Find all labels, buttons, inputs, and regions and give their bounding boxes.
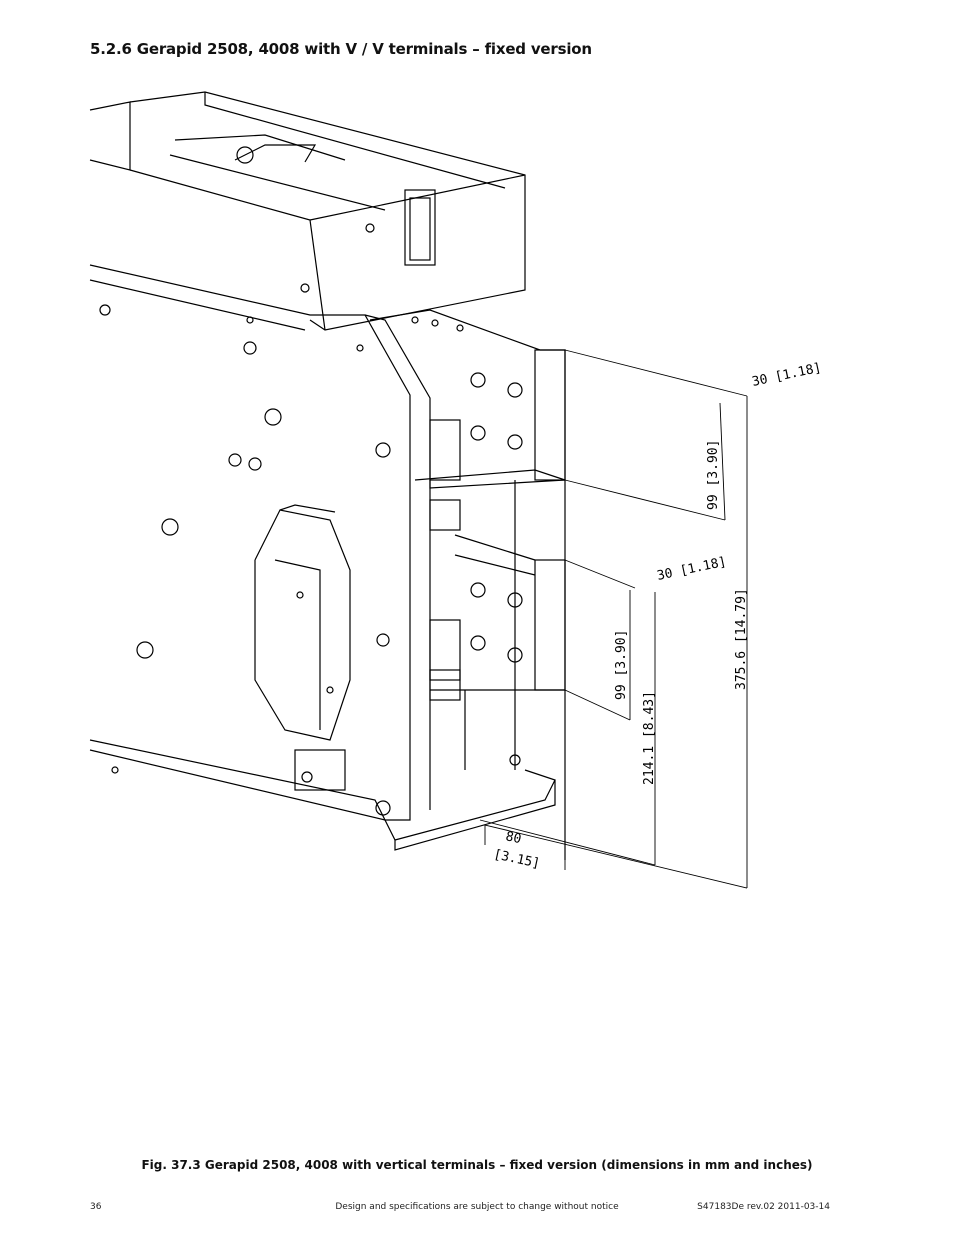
dimension-lines bbox=[479, 349, 748, 889]
dim-mid-width: 30 [1.18] bbox=[656, 555, 728, 584]
section-heading: 5.2.6 Gerapid 2508, 4008 with V / V term… bbox=[90, 40, 592, 58]
technical-drawing: 30 [1.18] 99 [3.90] 30 [1.18] 99 [3.90] … bbox=[89, 91, 823, 889]
upper-housing bbox=[89, 91, 526, 331]
vertical-terminals bbox=[369, 309, 566, 860]
breaker-body bbox=[89, 264, 556, 851]
document-id: S47183De rev.02 2011-03-14 bbox=[697, 1202, 830, 1212]
dim-top-width: 30 [1.18] bbox=[751, 361, 823, 390]
footer-notice: Design and specifications are subject to… bbox=[335, 1202, 619, 1212]
page-number: 36 bbox=[90, 1202, 102, 1212]
figure-caption: Fig. 37.3 Gerapid 2508, 4008 with vertic… bbox=[141, 1158, 813, 1172]
dim-top-height: 99 [3.90] bbox=[706, 440, 721, 510]
dim-depth-mm: 80 bbox=[504, 829, 522, 847]
dim-mid-height: 99 [3.90] bbox=[614, 630, 629, 700]
dim-depth-in: [3.15] bbox=[492, 847, 541, 871]
dim-total-height: 375.6 [14.79] bbox=[734, 588, 749, 690]
dim-lower-height: 214.1 [8.43] bbox=[642, 691, 657, 785]
